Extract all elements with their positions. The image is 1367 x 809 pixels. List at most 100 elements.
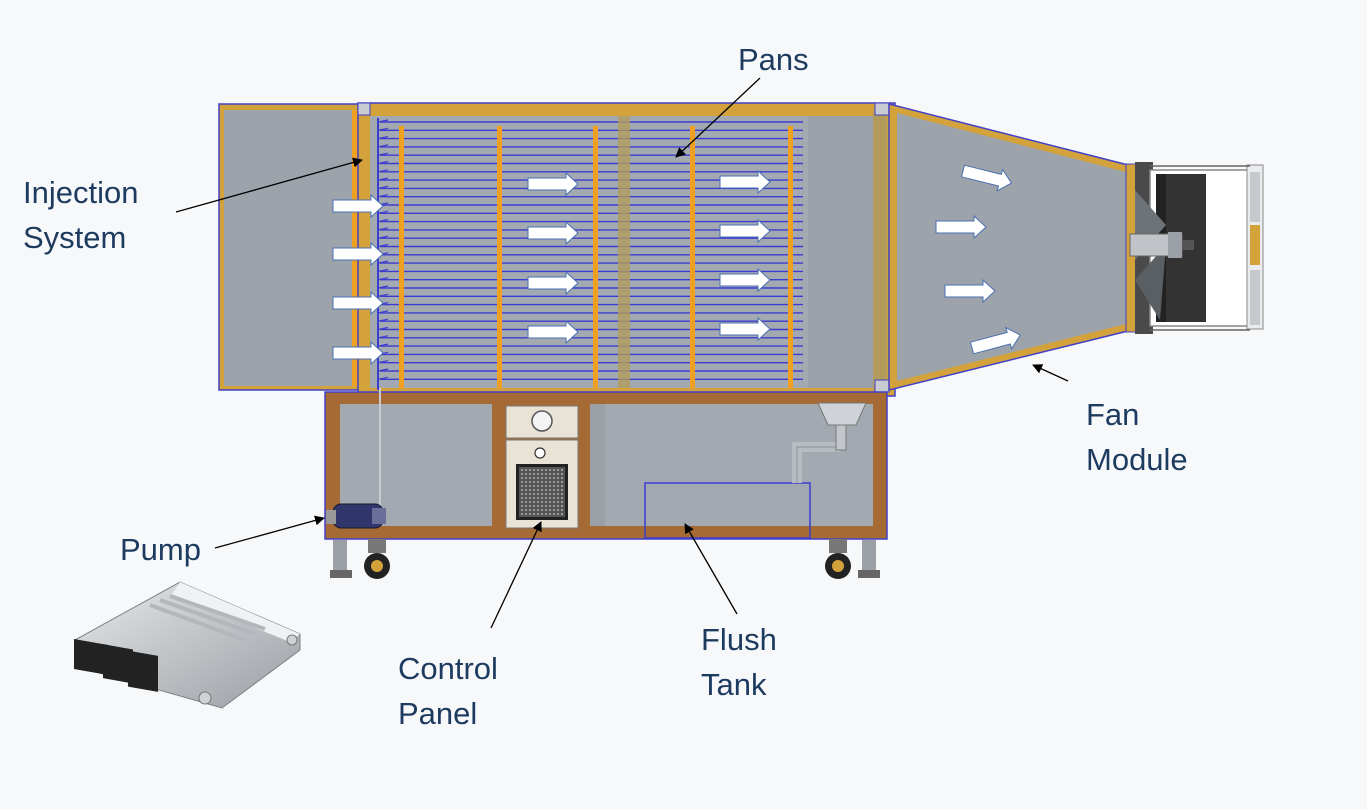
nozzle — [377, 318, 389, 322]
vent-hole — [553, 513, 555, 515]
vent-hole — [549, 501, 551, 503]
vent-hole — [557, 509, 559, 511]
vent-hole — [557, 473, 559, 475]
vent-hole — [545, 505, 547, 507]
vent-hole — [525, 469, 527, 471]
vent-hole — [549, 493, 551, 495]
vent-hole — [553, 505, 555, 507]
vent-hole — [549, 485, 551, 487]
vent-hole — [557, 505, 559, 507]
vent-hole — [521, 489, 523, 491]
vent-hole — [553, 497, 555, 499]
vent-hole — [537, 477, 539, 479]
nozzle — [377, 177, 389, 181]
vent-hole — [537, 481, 539, 483]
flow-arrow — [527, 319, 579, 345]
vent-hole — [521, 513, 523, 515]
vent-hole — [561, 489, 563, 491]
vent-hole — [533, 489, 535, 491]
vent-hole — [541, 497, 543, 499]
flow-arrow — [935, 214, 987, 240]
vent-hole — [553, 509, 555, 511]
vent-hole — [525, 473, 527, 475]
label-pans: Pans — [738, 42, 809, 77]
vent-hole — [529, 489, 531, 491]
vent-hole — [557, 481, 559, 483]
vent-hole — [549, 513, 551, 515]
vent-hole — [561, 481, 563, 483]
flow-arrow — [527, 270, 579, 296]
vent-hole — [521, 477, 523, 479]
nozzle — [377, 185, 389, 189]
vent-hole — [561, 509, 563, 511]
vent-hole — [545, 513, 547, 515]
nozzle — [377, 227, 389, 231]
label-flush-line2: Tank — [701, 667, 767, 702]
vent-hole — [561, 497, 563, 499]
nozzle — [377, 293, 389, 297]
label-control-line2: Panel — [398, 696, 478, 731]
vent-hole — [525, 513, 527, 515]
vent-hole — [533, 501, 535, 503]
nozzle — [377, 144, 389, 148]
flow-arrow — [944, 278, 996, 304]
nozzle — [377, 119, 389, 123]
nozzle — [377, 360, 389, 364]
vent-hole — [537, 473, 539, 475]
vent-hole — [545, 473, 547, 475]
nozzle — [377, 335, 389, 339]
nozzle — [377, 136, 389, 140]
vent-hole — [521, 485, 523, 487]
nozzle — [377, 235, 389, 239]
casters — [330, 539, 880, 579]
vent-hole — [541, 501, 543, 503]
vent-hole — [529, 513, 531, 515]
fan — [1129, 162, 1264, 334]
vent-hole — [553, 469, 555, 471]
vent-hole — [533, 513, 535, 515]
flow-arrow — [332, 340, 384, 366]
vent-hole — [557, 497, 559, 499]
vent-hole — [533, 497, 535, 499]
vent-hole — [533, 505, 535, 507]
flow-arrow — [719, 218, 771, 244]
vent-hole — [541, 473, 543, 475]
control-panel — [505, 405, 579, 529]
vent-hole — [525, 501, 527, 503]
vent-hole — [537, 505, 539, 507]
nozzle — [377, 260, 389, 264]
vent-hole — [541, 481, 543, 483]
vent-hole — [525, 489, 527, 491]
vent-hole — [553, 473, 555, 475]
vent-hole — [553, 481, 555, 483]
vent-hole — [541, 485, 543, 487]
vent-hole — [549, 469, 551, 471]
vent-hole — [557, 485, 559, 487]
vent-hole — [541, 509, 543, 511]
label-injection-line1: Injection — [23, 175, 139, 210]
vent-hole — [529, 497, 531, 499]
vent-hole — [537, 469, 539, 471]
vent-hole — [521, 497, 523, 499]
vent-hole — [561, 477, 563, 479]
nozzle — [377, 243, 389, 248]
flow-arrow — [332, 241, 384, 267]
vent-hole — [549, 473, 551, 475]
label-fan-line1: Fan — [1086, 397, 1140, 432]
vent-hole — [537, 497, 539, 499]
vent-hole — [541, 505, 543, 507]
vent-hole — [525, 497, 527, 499]
vent-hole — [545, 509, 547, 511]
nozzle — [377, 368, 389, 372]
flow-arrow — [719, 169, 771, 195]
vent-hole — [525, 477, 527, 479]
vent-hole — [545, 489, 547, 491]
vent-hole — [537, 493, 539, 495]
nozzle — [377, 343, 389, 347]
flow-arrow — [527, 171, 579, 197]
flush-tank — [644, 402, 867, 539]
nozzle — [377, 326, 389, 331]
vent-hole — [545, 477, 547, 479]
flow-arrow — [719, 316, 771, 342]
vent-hole — [537, 509, 539, 511]
